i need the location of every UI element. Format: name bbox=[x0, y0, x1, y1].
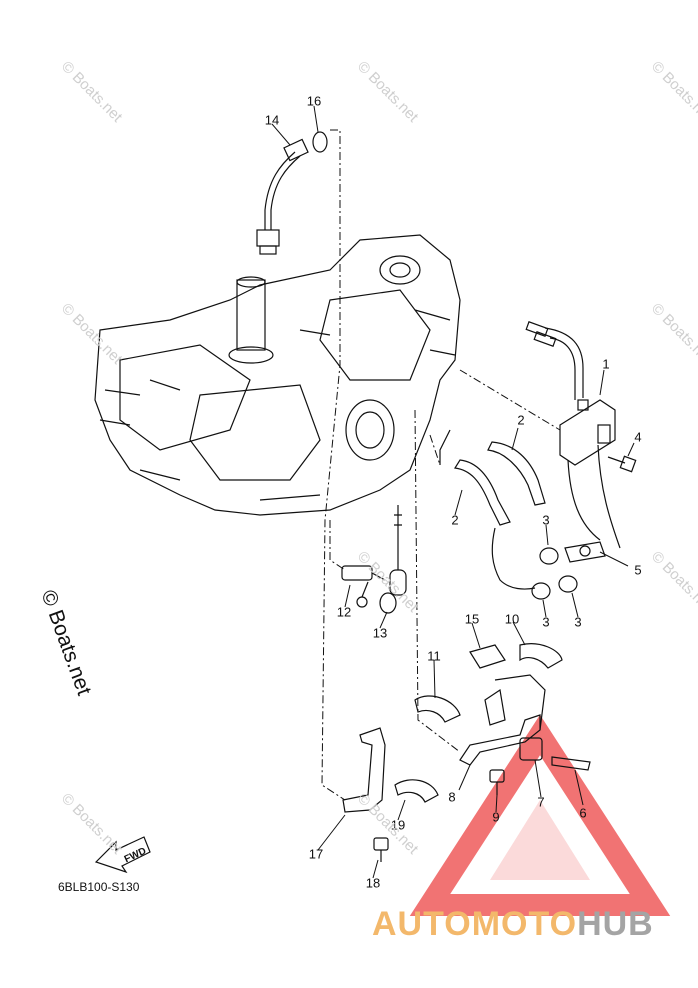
callout-2: 2 bbox=[517, 412, 525, 428]
part-9-bolt bbox=[489, 769, 505, 795]
part-16-washer bbox=[312, 131, 328, 153]
part-8-bracket bbox=[459, 674, 546, 766]
engine-block bbox=[94, 234, 461, 516]
callout-11: 11 bbox=[427, 648, 441, 664]
fwd-arrow-icon bbox=[94, 836, 151, 874]
part-10-clip bbox=[519, 643, 563, 669]
logo-wordmark: AUTOMOTOHUB bbox=[372, 905, 654, 944]
callout-12: 12 bbox=[336, 604, 352, 620]
callout-4: 4 bbox=[634, 429, 642, 445]
part-15-clip bbox=[469, 644, 506, 669]
part-7-clip bbox=[519, 737, 543, 761]
logo-part-1: AUTOMOTO bbox=[372, 905, 578, 943]
logo-triangle-icon bbox=[409, 714, 671, 916]
callout-17: 17 bbox=[308, 846, 324, 862]
callout-1: 1 bbox=[602, 356, 610, 372]
part-5-clamp bbox=[564, 541, 606, 563]
callout-3: 3 bbox=[542, 512, 550, 528]
callout-15: 15 bbox=[464, 611, 480, 627]
part-6-clip bbox=[551, 756, 591, 771]
part-18-bolt bbox=[373, 837, 389, 862]
callout-7: 7 bbox=[537, 794, 545, 810]
callout-19: 19 bbox=[390, 817, 406, 833]
part-4-bolt bbox=[607, 455, 637, 473]
part-19-clip bbox=[394, 779, 439, 803]
callout-6: 6 bbox=[579, 805, 587, 821]
callout-2b: 2 bbox=[451, 512, 459, 528]
part-13-sensor bbox=[379, 505, 407, 614]
leader-lines bbox=[321, 129, 561, 801]
part-3-grommet bbox=[531, 547, 578, 600]
part-12-switch bbox=[341, 565, 386, 608]
logo-part-2: HUB bbox=[577, 905, 654, 943]
part-2-plug-cap bbox=[439, 429, 546, 590]
callout-3c: 3 bbox=[574, 614, 582, 630]
part-1-ignition-coil bbox=[525, 321, 621, 549]
part-14-sensor bbox=[256, 138, 309, 255]
callout-8: 8 bbox=[448, 789, 456, 805]
callout-10: 10 bbox=[504, 611, 520, 627]
callout-18: 18 bbox=[365, 875, 381, 891]
callout-16: 16 bbox=[306, 93, 322, 109]
callout-9: 9 bbox=[492, 809, 500, 825]
callout-3b: 3 bbox=[542, 614, 550, 630]
part-17-bracket bbox=[342, 727, 386, 813]
callout-leaders bbox=[271, 105, 635, 879]
diagram-code: 6BLB100-S130 bbox=[58, 880, 140, 894]
callout-14: 14 bbox=[264, 112, 280, 128]
part-11-clip bbox=[414, 695, 461, 723]
callout-13: 13 bbox=[372, 625, 388, 641]
callout-5: 5 bbox=[634, 562, 642, 578]
